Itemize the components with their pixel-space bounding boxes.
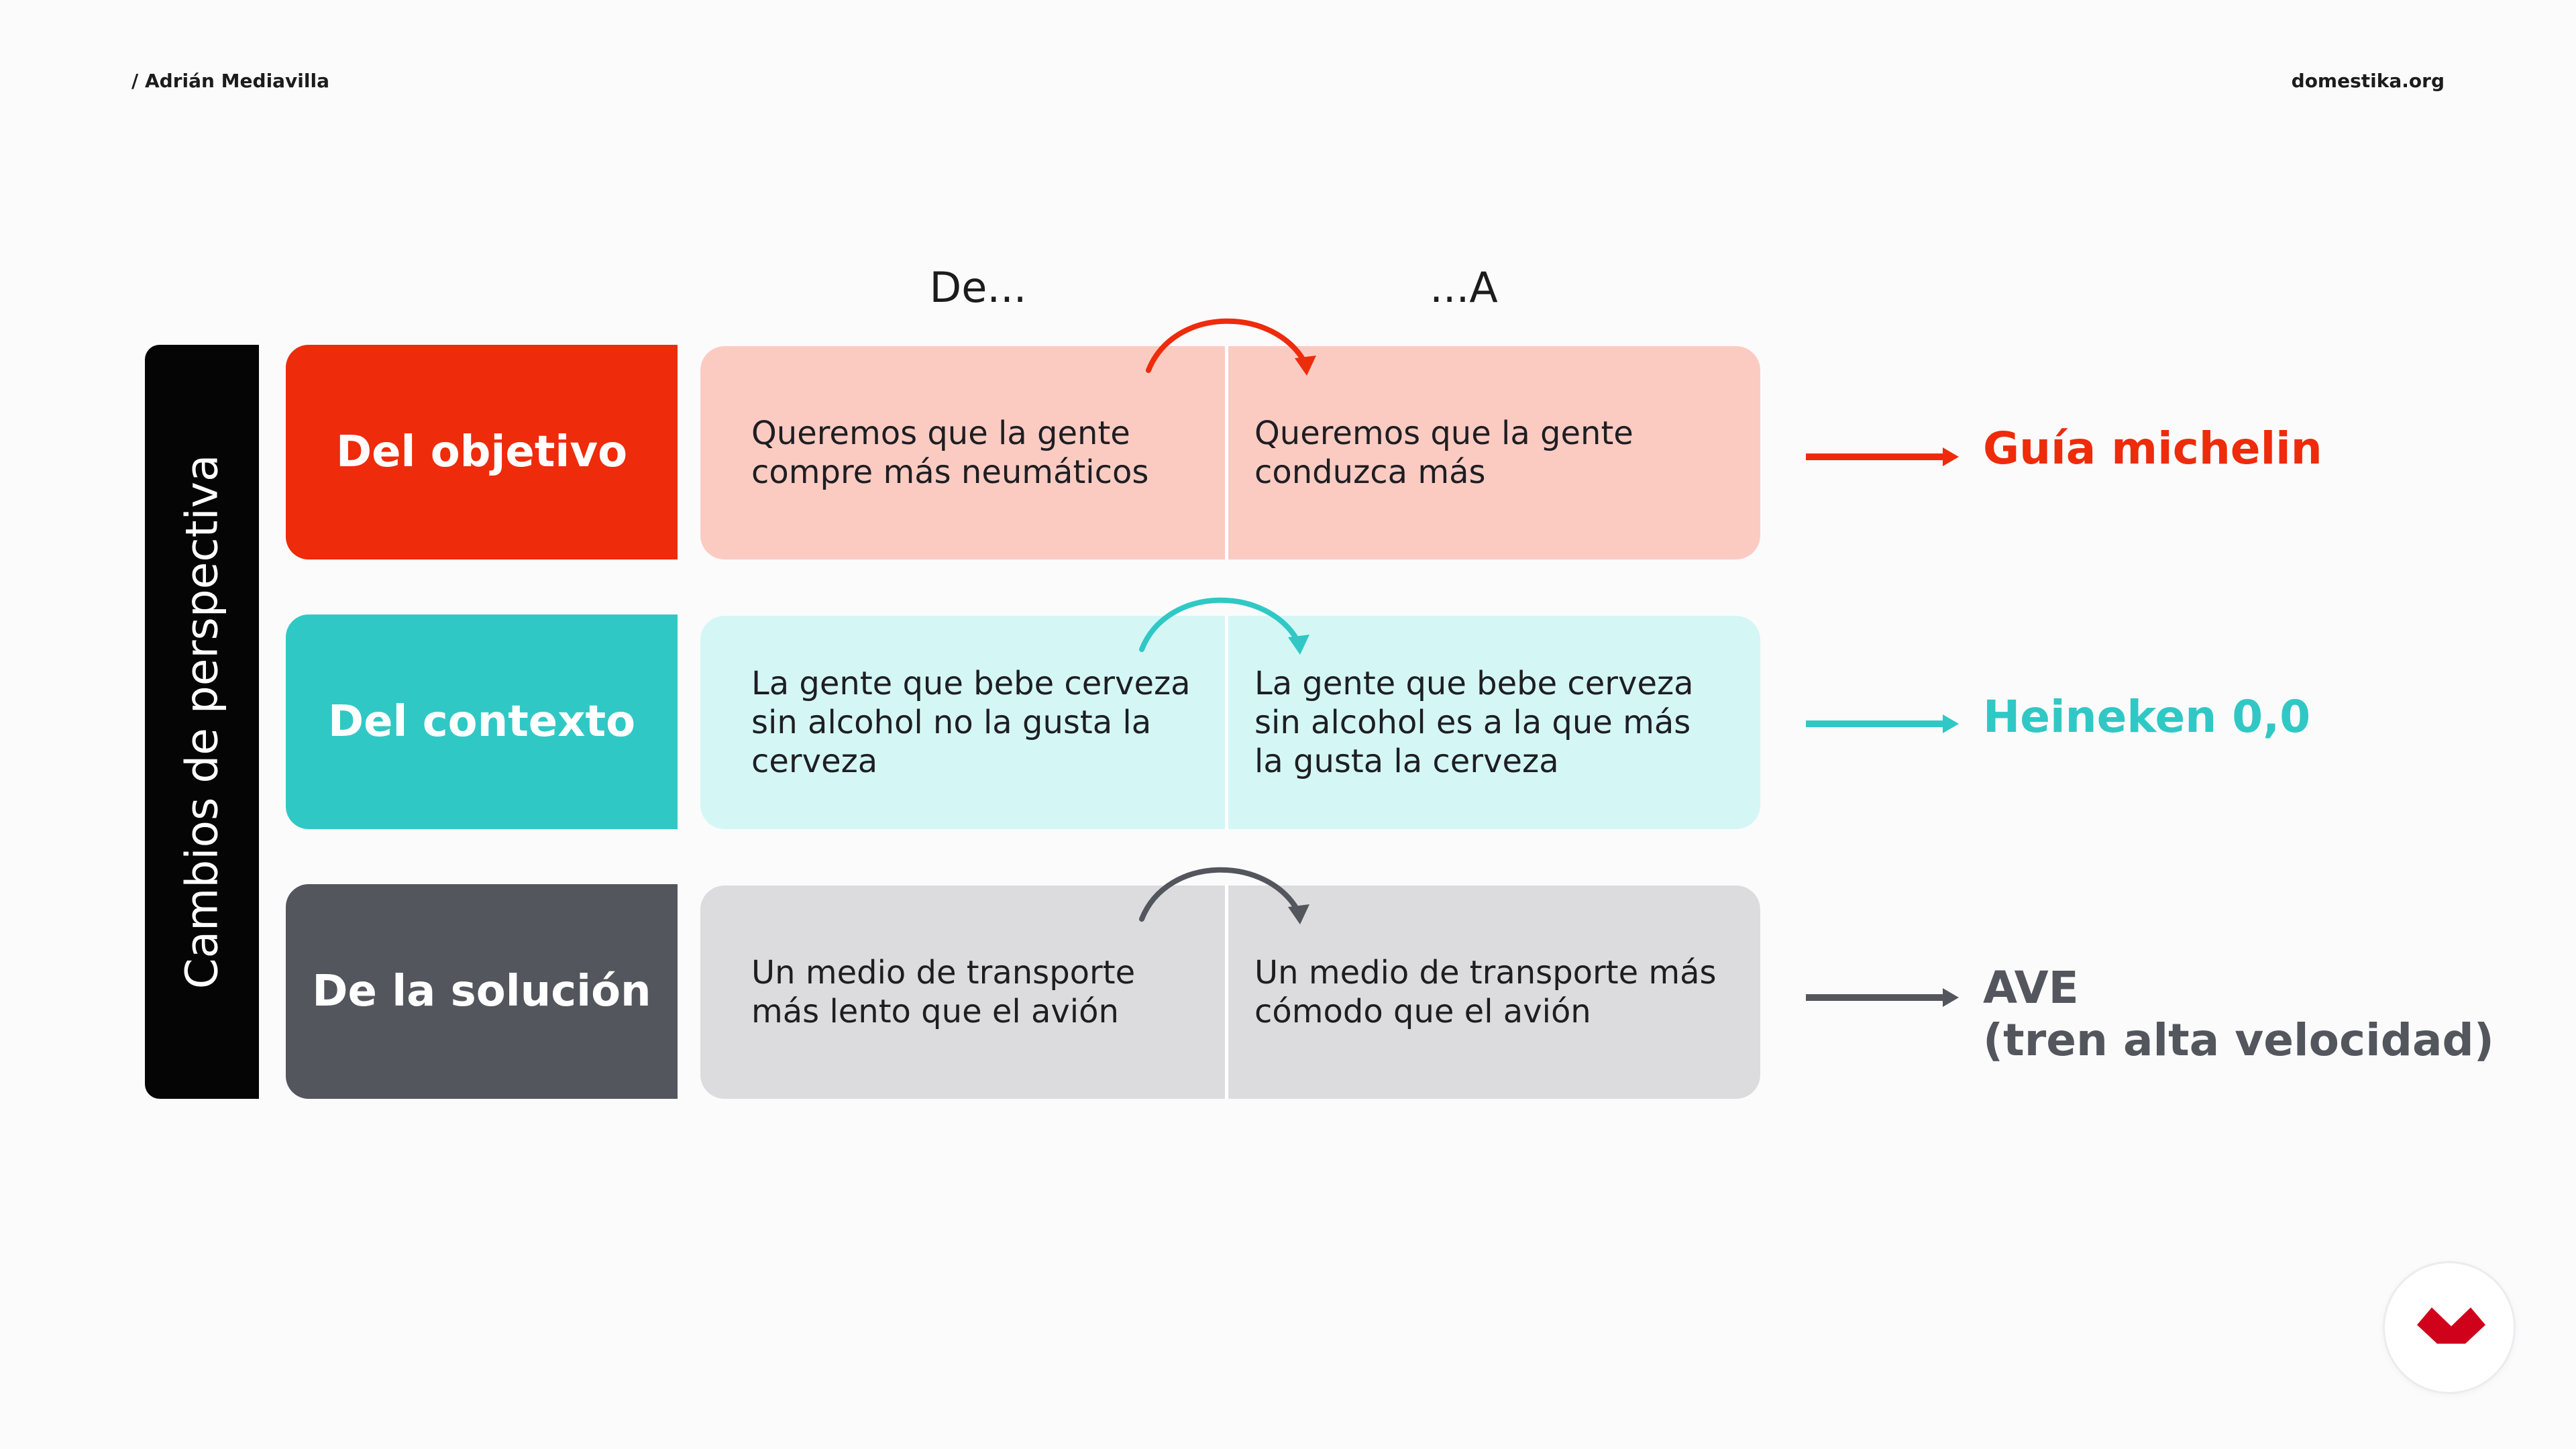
result-ave-line1: AVE [1983,962,2079,1014]
to-text: Queremos que la gente conduzca más [1254,415,1633,491]
from-text: Queremos que la gente compre más neumáti… [751,415,1149,491]
to-text: La gente que bebe cerveza sin alcohol es… [1254,665,1694,780]
row-content-objetivo: Queremos que la gente compre más neumáti… [700,346,1760,559]
right-arrow-icon [1806,988,1959,1007]
column-divider [1225,616,1228,829]
curved-arrow-icon [1146,318,1316,376]
column-divider [1225,346,1228,559]
result-heineken: Heineken 0,0 [1983,691,2311,743]
from-text: La gente que bebe cerveza sin alcohol no… [751,665,1191,780]
right-arrow-icon [1806,447,1959,466]
row-label-text: Del contexto [327,697,636,747]
from-text: Un medio de transporte más lento que el … [751,954,1136,1030]
curved-arrow-icon [1139,867,1309,924]
author-credit: / Adrián Mediavilla [131,70,329,92]
column-header-from: De... [929,263,1027,312]
result-ave: AVE (tren alta velocidad) [1983,962,2494,1067]
curved-arrow-icon [1139,597,1309,655]
row-label-text: Del objetivo [335,427,628,477]
domestika-logo-icon [2417,1307,2485,1344]
side-label: Cambios de perspectiva [176,454,228,989]
row-label-solucion: De la solución [286,884,678,1099]
site-name: domestika.org [2291,70,2445,92]
row-content-contexto: La gente que bebe cerveza sin alcohol no… [700,616,1760,829]
domestika-logo-button[interactable] [2383,1261,2516,1394]
result-ave-line2: (tren alta velocidad) [1983,1014,2494,1066]
column-header-to: ...A [1430,263,1498,312]
row-content-solucion: Un medio de transporte más lento que el … [700,885,1760,1099]
row-label-contexto: Del contexto [286,614,678,829]
side-label-bar: Cambios de perspectiva [145,345,259,1099]
right-arrow-icon [1806,714,1959,733]
row-label-objetivo: Del objetivo [286,345,678,559]
column-divider [1225,885,1228,1099]
result-michelin: Guía michelin [1983,423,2322,474]
row-label-text: De la solución [312,967,651,1016]
to-text: Un medio de transporte más cómodo que el… [1254,954,1717,1030]
